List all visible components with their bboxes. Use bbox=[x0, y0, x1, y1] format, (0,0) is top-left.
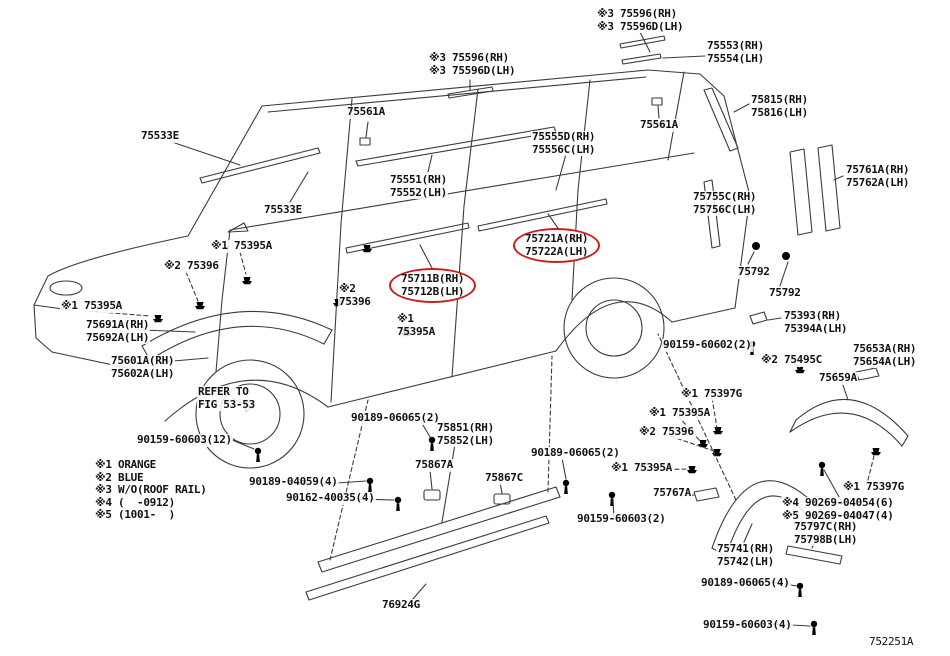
part-label-75395a-1[interactable]: ※1 75395A bbox=[210, 239, 273, 253]
part-label-75395a-r2[interactable]: ※1 75395A bbox=[610, 461, 673, 475]
part-label-90159-60603-12[interactable]: 90159-60603(12) bbox=[136, 433, 233, 447]
part-label-75601a[interactable]: 75601A(RH) 75602A(LH) bbox=[110, 354, 176, 380]
bolt-icon bbox=[752, 242, 760, 250]
push-clip-icon bbox=[195, 302, 205, 314]
legend: ※1 ORANGE ※2 BLUE ※3 W/O(ROOF RAIL) ※4 (… bbox=[94, 458, 208, 522]
push-clip-icon bbox=[687, 466, 697, 478]
part-label-90189-06065-2a[interactable]: 90189-06065(2) bbox=[350, 411, 441, 425]
screw-icon bbox=[428, 436, 436, 451]
part-label-75561a-rear[interactable]: 75561A bbox=[639, 118, 679, 132]
part-label-75561a-front[interactable]: 75561A bbox=[346, 105, 386, 119]
part-label-75395a-r1[interactable]: ※1 75395A bbox=[648, 406, 711, 420]
screw-icon bbox=[608, 491, 616, 506]
part-label-90159-60603-2[interactable]: 90159-60603(2) bbox=[576, 512, 667, 526]
part-label-75393[interactable]: 75393(RH) 75394A(LH) bbox=[783, 309, 849, 335]
part-label-75659a[interactable]: 75659A bbox=[818, 371, 858, 385]
part-label-75767a[interactable]: 75767A bbox=[652, 486, 692, 500]
push-clip-icon bbox=[242, 277, 252, 289]
screw-icon bbox=[818, 461, 826, 476]
part-label-90162-40035[interactable]: 90162-40035(4) bbox=[285, 491, 376, 505]
part-label-75755c[interactable]: 75755C(RH) 75756C(LH) bbox=[692, 190, 758, 216]
part-label-75596-roof[interactable]: ※3 75596(RH) ※3 75596D(LH) bbox=[596, 7, 685, 33]
moulding-strips bbox=[141, 35, 909, 601]
part-label-75721a-highlighted[interactable]: 75721A(RH) 75722A(LH) bbox=[513, 228, 601, 263]
part-label-75551[interactable]: 75551(RH) 75552(LH) bbox=[389, 173, 448, 199]
push-clip-icon bbox=[153, 315, 163, 327]
screw-icon bbox=[810, 620, 818, 635]
part-label-90269[interactable]: ※4 90269-04054(6) ※5 90269-04047(4) bbox=[781, 496, 895, 522]
part-label-75815[interactable]: 75815(RH) 75816(LH) bbox=[750, 93, 809, 119]
part-label-75741[interactable]: 75741(RH) 75742(LH) bbox=[716, 542, 775, 568]
part-label-75397g-bot[interactable]: ※1 75397G bbox=[842, 480, 905, 494]
part-label-90189-04059[interactable]: 90189-04059(4) bbox=[248, 475, 339, 489]
part-label-75761a[interactable]: 75761A(RH) 75762A(LH) bbox=[845, 163, 911, 189]
part-label-75396-front[interactable]: ※2 75396 bbox=[163, 259, 220, 273]
part-label-76924g[interactable]: 76924G bbox=[381, 598, 421, 612]
screw-icon bbox=[394, 496, 402, 511]
part-label-90189-06065-4[interactable]: 90189-06065(4) bbox=[700, 576, 791, 590]
screw-icon bbox=[254, 447, 262, 462]
part-label-90159-60602[interactable]: 90159-60602(2) bbox=[662, 338, 753, 352]
part-label-75397g-top[interactable]: ※1 75397G bbox=[680, 387, 743, 401]
part-label-75533e-front[interactable]: 75533E bbox=[140, 129, 180, 143]
part-label-75867c[interactable]: 75867C bbox=[484, 471, 524, 485]
push-clip-icon bbox=[871, 448, 881, 460]
screw-icon bbox=[796, 582, 804, 597]
part-label-75653a[interactable]: 75653A(RH) 75654A(LH) bbox=[852, 342, 918, 368]
part-label-90159-60603-4[interactable]: 90159-60603(4) bbox=[702, 618, 793, 632]
push-clip-icon bbox=[713, 427, 723, 439]
part-label-75395a-left[interactable]: ※1 75395A bbox=[60, 299, 123, 313]
part-label-75691a[interactable]: 75691A(RH) 75692A(LH) bbox=[85, 318, 151, 344]
figure-code: 752251A bbox=[868, 635, 915, 649]
leader-lines bbox=[87, 31, 881, 627]
part-label-75792-b[interactable]: 75792 bbox=[768, 286, 802, 300]
part-label-75396-rear[interactable]: ※2 75396 bbox=[638, 425, 695, 439]
part-label-90189-06065-2b[interactable]: 90189-06065(2) bbox=[530, 446, 621, 460]
refer-note: REFER TO FIG 53-53 bbox=[197, 385, 256, 411]
bolt-icon bbox=[782, 252, 790, 260]
part-label-75867a[interactable]: 75867A bbox=[414, 458, 454, 472]
part-label-75596-front[interactable]: ※3 75596(RH) ※3 75596D(LH) bbox=[428, 51, 517, 77]
part-label-75396-mid[interactable]: ※2 75396 bbox=[338, 282, 372, 308]
part-label-75495c[interactable]: ※2 75495C bbox=[760, 353, 823, 367]
part-label-75792-a[interactable]: 75792 bbox=[737, 265, 771, 279]
push-clip-icon bbox=[362, 245, 372, 257]
part-label-75555d[interactable]: 75555D(RH) 75556C(LH) bbox=[531, 130, 597, 156]
part-label-75395a-mid[interactable]: ※1 75395A bbox=[396, 312, 436, 338]
part-label-75851[interactable]: 75851(RH) 75852(LH) bbox=[436, 421, 495, 447]
screw-icon bbox=[366, 477, 374, 492]
screw-icon bbox=[562, 479, 570, 494]
part-label-75553[interactable]: 75553(RH) 75554(LH) bbox=[706, 39, 765, 65]
part-label-75711b-highlighted[interactable]: 75711B(RH) 75712B(LH) bbox=[389, 268, 477, 303]
part-label-75533e-mid[interactable]: 75533E bbox=[263, 203, 303, 217]
part-label-75797c[interactable]: 75797C(RH) 75798B(LH) bbox=[793, 520, 859, 546]
